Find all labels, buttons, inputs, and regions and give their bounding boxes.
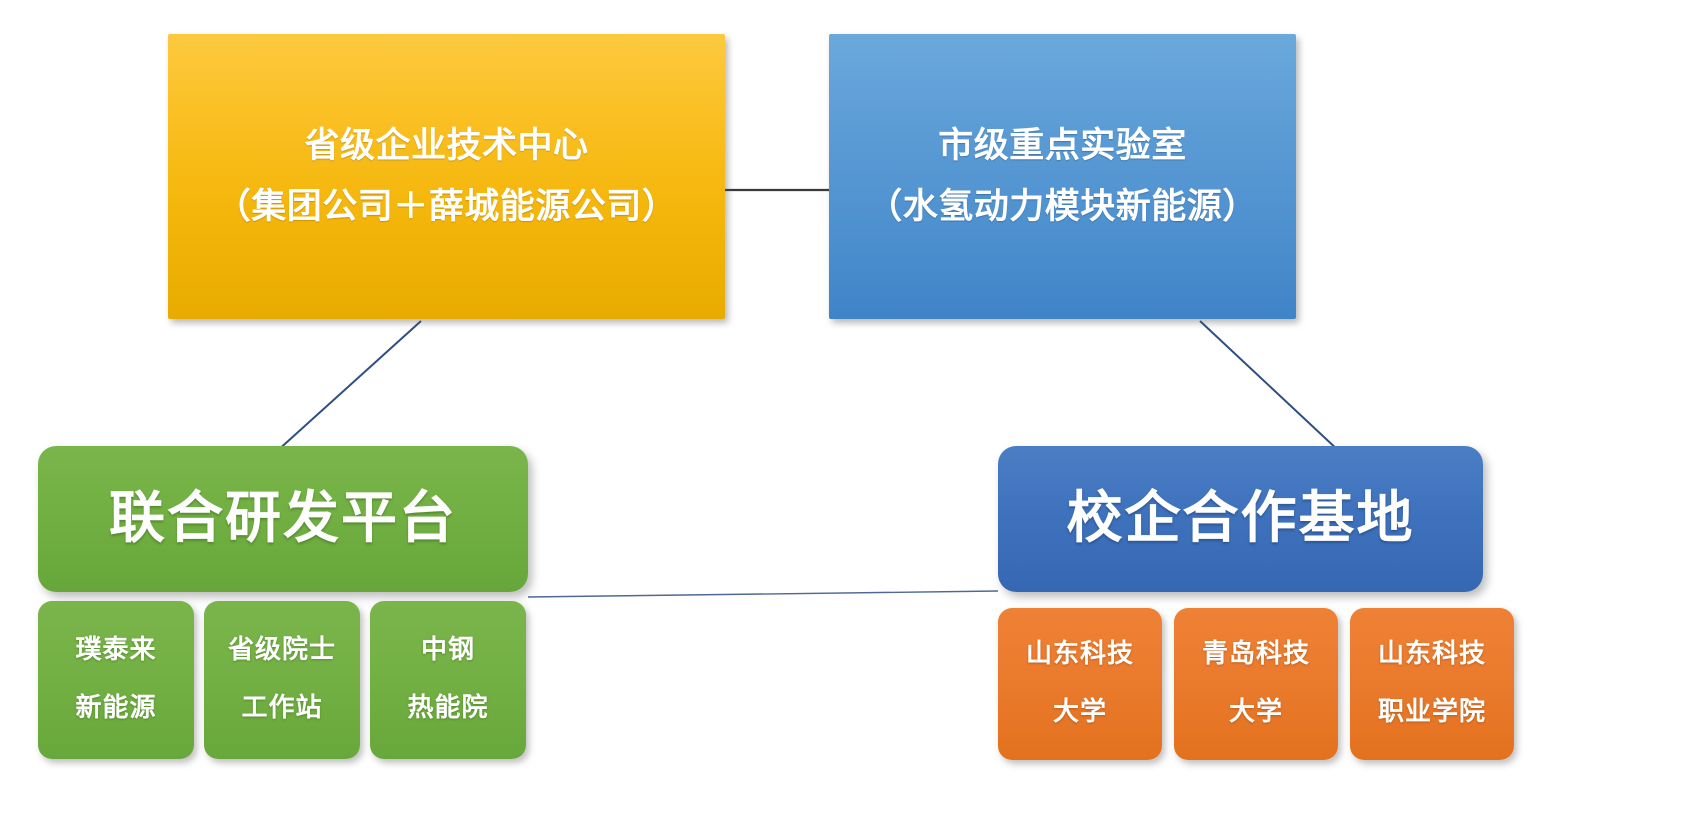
node-provincial-enterprise-technology-center[interactable]: 省级企业技术中心 （集团公司＋薛城能源公司） [168, 34, 725, 319]
node-school-enterprise-cooperation-base[interactable]: 校企合作基地 [998, 446, 1483, 592]
provincial-center-line-2: （集团公司＋薛城能源公司） [215, 186, 678, 227]
node-city-key-laboratory[interactable]: 市级重点实验室 （水氢动力模块新能源） [829, 34, 1296, 319]
leaf-line-2: 热能院 [407, 693, 489, 723]
leaf-line-1: 省级院士 [227, 635, 336, 666]
leaf-shandong-vocational-college-of-science-and-technology[interactable]: 山东科技 职业学院 [1350, 608, 1514, 760]
leaf-line-2: 工作站 [241, 693, 323, 723]
leaf-line-1: 青岛科技 [1201, 639, 1310, 670]
city-lab-line-2: （水氢动力模块新能源） [867, 186, 1258, 227]
leaf-line-1: 璞泰来 [75, 635, 157, 666]
leaf-zhonggang-thermal-energy-institute[interactable]: 中钢 热能院 [370, 601, 526, 759]
leaf-putailai-new-energy[interactable]: 璞泰来 新能源 [38, 601, 194, 759]
connector-city-lab-to-school-enterprise-base [1199, 320, 1341, 453]
leaf-line-2: 新能源 [75, 693, 157, 723]
connector-joint-platform-to-school-enterprise-base [527, 590, 999, 598]
leaf-qingdao-university-of-science-and-technology[interactable]: 青岛科技 大学 [1174, 608, 1338, 760]
leaf-provincial-academician-workstation[interactable]: 省级院士 工作站 [204, 601, 360, 759]
leaf-line-1: 山东科技 [1377, 639, 1486, 670]
provincial-center-line-1: 省级企业技术中心 [304, 125, 589, 166]
leaf-line-2: 大学 [1052, 697, 1107, 727]
leaf-line-1: 山东科技 [1025, 639, 1134, 670]
city-lab-line-1: 市级重点实验室 [938, 125, 1187, 166]
leaf-line-2: 大学 [1228, 697, 1283, 727]
leaf-shandong-university-of-science-and-technology[interactable]: 山东科技 大学 [998, 608, 1162, 760]
joint-platform-label: 联合研发平台 [109, 485, 457, 551]
leaf-line-1: 中钢 [420, 635, 475, 666]
node-joint-rd-platform[interactable]: 联合研发平台 [38, 446, 528, 592]
school-enterprise-base-label: 校企合作基地 [1066, 485, 1415, 551]
leaf-line-2: 职业学院 [1377, 697, 1486, 727]
connector-provincial-center-to-joint-platform [275, 320, 422, 453]
